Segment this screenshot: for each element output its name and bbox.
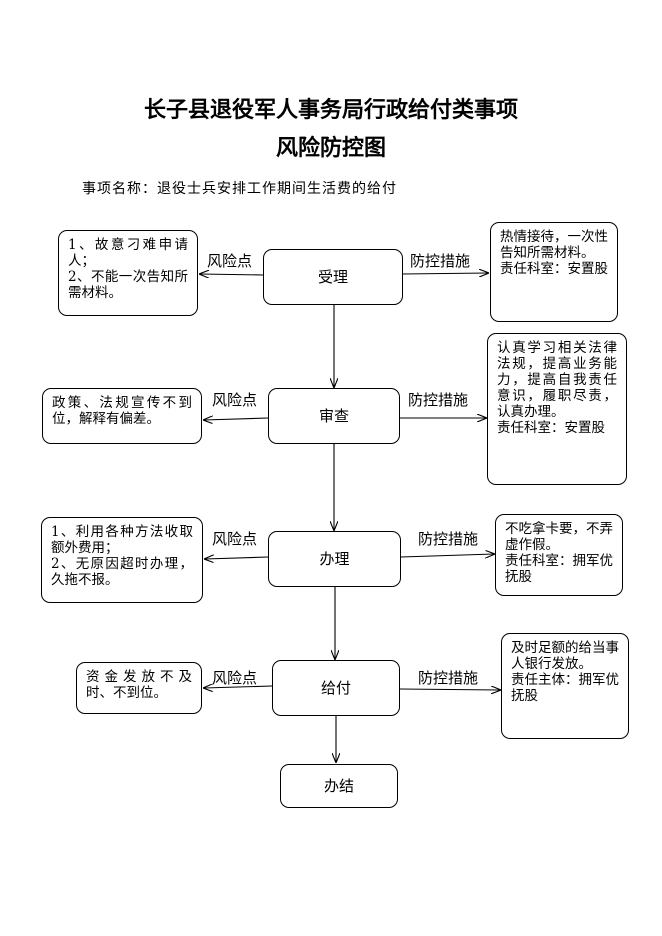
risk-arrow-3: [205, 557, 269, 559]
control-label-payment: 防控措施: [418, 669, 479, 687]
control-box-handle: 不吃拿卡要，不弄虚作假。 责任科室：拥军优抚股: [495, 514, 623, 596]
control-box-accept: 热情接待，一次性告知所需材料。 责任科室：安置股: [490, 222, 618, 322]
title-line-2: 风险防控图: [275, 136, 386, 161]
risk-arrow-2: [204, 418, 269, 420]
item-name: 事项名称：退役士兵安排工作期间生活费的给付: [82, 181, 397, 197]
title-line-1: 长子县退役军人事务局行政给付类事项: [143, 98, 518, 123]
step-box-review: 审查: [268, 388, 400, 444]
control-box-review: 认真学习相关法律法规，提高业务能力，提高自我责任意识，履职尽责，认真办理。 责任…: [487, 333, 627, 485]
risk-box-accept: 1、故意刁难申请人； 2、不能一次告知所需材料。: [58, 230, 198, 316]
control-label-review: 防控措施: [408, 391, 469, 409]
control-box-payment: 及时足额的给当事人银行发放。 责任主体：拥军优抚股: [501, 633, 629, 739]
step-box-complete: 办结: [280, 764, 398, 808]
risk-label-accept: 风险点: [207, 252, 253, 270]
risk-box-payment: 资金发放不及时、不到位。: [76, 662, 202, 714]
control-arrow-3: [400, 554, 494, 557]
risk-box-handle: 1、利用各种方法收取额外费用； 2、无原因超时办理，久拖不报。: [41, 517, 203, 603]
risk-box-review: 政策、法规宣传不到位，解释有偏差。: [42, 388, 202, 444]
control-label-accept: 防控措施: [410, 252, 471, 270]
step-box-accept: 受理: [263, 249, 403, 305]
risk-label-handle: 风险点: [212, 530, 258, 548]
risk-label-payment: 风险点: [212, 669, 258, 687]
step-box-handle: 办理: [268, 531, 401, 587]
risk-label-review: 风险点: [212, 391, 258, 409]
control-arrow-1: [402, 273, 488, 274]
step-box-payment: 给付: [272, 660, 400, 716]
risk-arrow-1: [200, 274, 264, 275]
control-label-handle: 防控措施: [418, 530, 479, 548]
control-arrow-4: [399, 689, 500, 690]
risk-arrow-4: [204, 686, 273, 688]
